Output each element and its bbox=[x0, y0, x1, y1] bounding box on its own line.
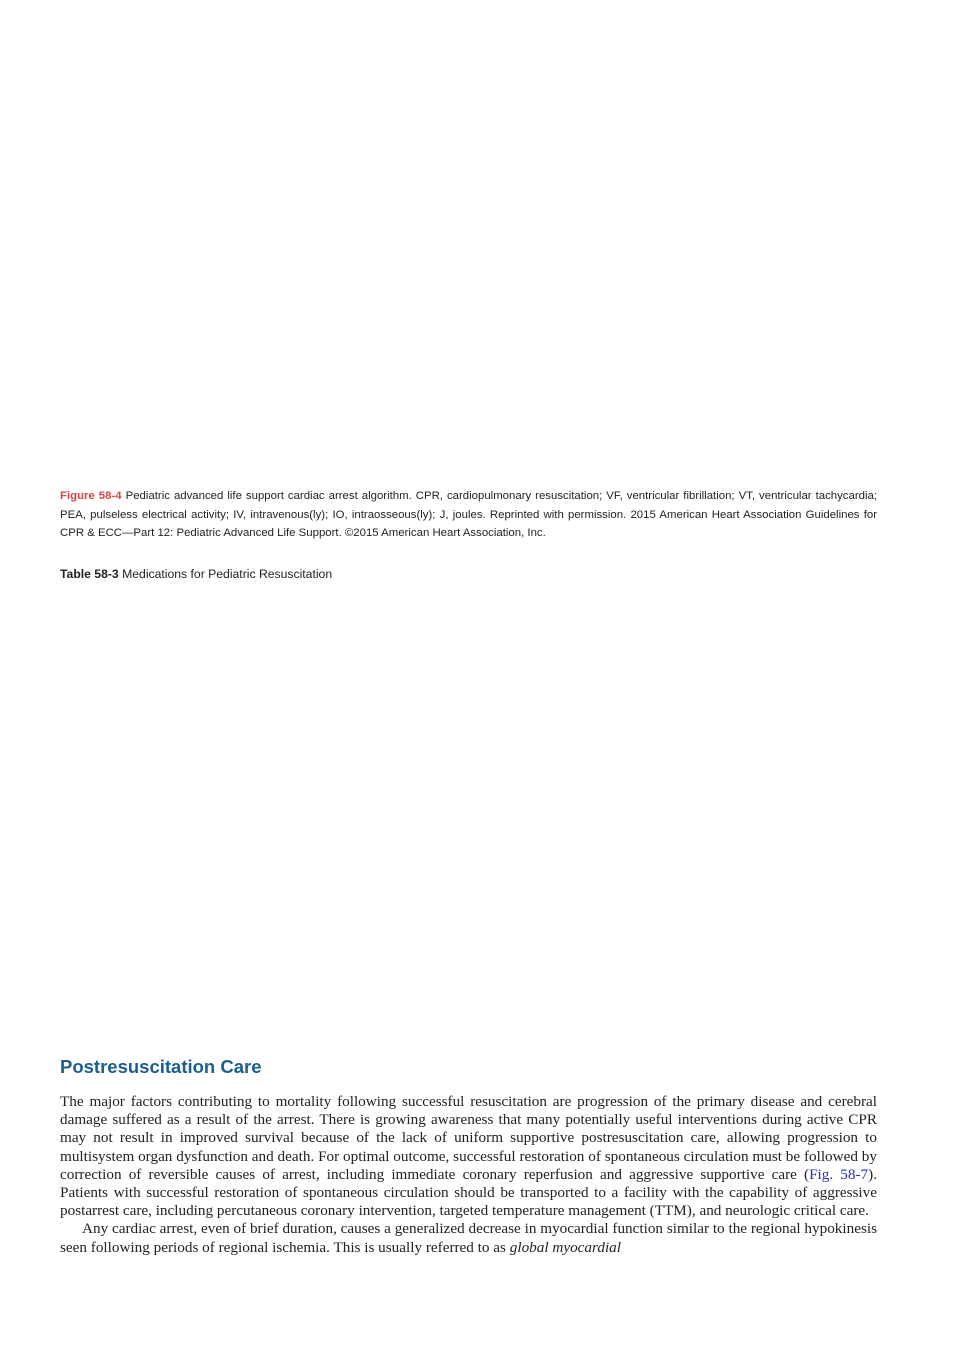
paragraph-2: Any cardiac arrest, even of brief durati… bbox=[60, 1220, 877, 1256]
section-heading: Postresuscitation Care bbox=[60, 1056, 262, 1077]
figure-caption: Figure 58-4 Pediatric advanced life supp… bbox=[60, 487, 877, 543]
section-body: The major factors contributing to mortal… bbox=[60, 1093, 877, 1257]
figure-caption-text: Pediatric advanced life support cardiac … bbox=[60, 490, 877, 539]
paragraph-1-text-a: The major factors contributing to mortal… bbox=[60, 1093, 877, 1183]
paragraph-2-italic: global myocardial bbox=[509, 1238, 621, 1256]
figure-label: Figure 58-4 bbox=[60, 490, 122, 502]
table-image-area bbox=[60, 595, 877, 1035]
figure-image-area bbox=[60, 40, 877, 480]
table-title: Medications for Pediatric Resuscitation bbox=[122, 567, 333, 581]
table-caption: Table 58-3 Medications for Pediatric Res… bbox=[60, 565, 877, 583]
paragraph-2-text: Any cardiac arrest, even of brief durati… bbox=[60, 1220, 877, 1256]
table-label: Table 58-3 bbox=[60, 567, 119, 581]
figure-link[interactable]: Fig. 58-7 bbox=[809, 1165, 869, 1183]
paragraph-1-text-b: ). Patients with successful restoration … bbox=[60, 1165, 877, 1220]
paragraph-1: The major factors contributing to mortal… bbox=[60, 1093, 877, 1220]
